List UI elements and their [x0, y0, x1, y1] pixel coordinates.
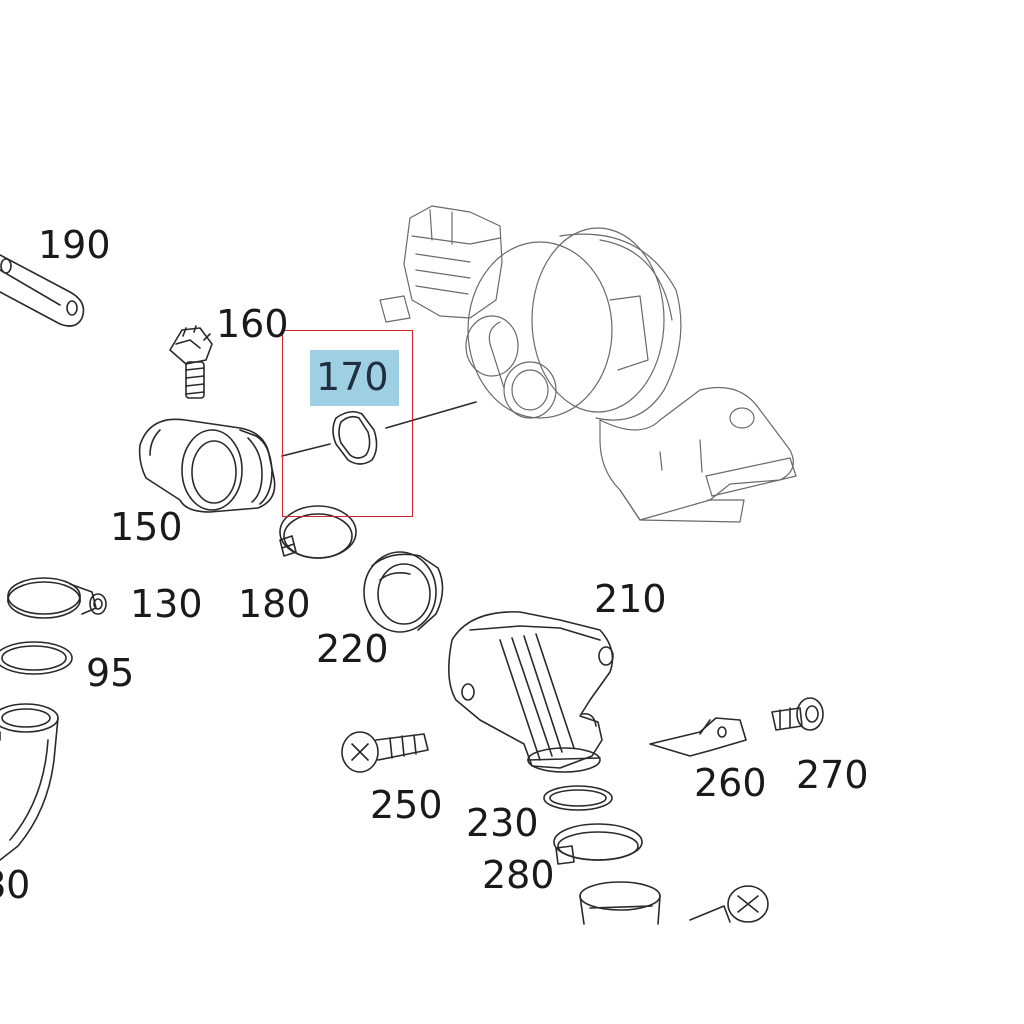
turbocharger-assembly[interactable]: [379, 205, 797, 523]
callout-150[interactable]: 150: [110, 505, 183, 549]
callout-280[interactable]: 280: [482, 853, 555, 897]
callout-95[interactable]: 95: [86, 651, 135, 695]
callout-130[interactable]: 130: [130, 582, 203, 626]
selected-label-highlight: [310, 350, 399, 406]
part-260-bracket[interactable]: [649, 717, 747, 757]
assembly-guide-lines: [281, 401, 477, 457]
callout-160[interactable]: 160: [216, 302, 289, 346]
part-130-clamp[interactable]: [7, 577, 107, 619]
part-230-seal-ring[interactable]: [543, 785, 613, 811]
part-170-seal-ring[interactable]: [332, 410, 378, 465]
part-190-bracket[interactable]: [0, 254, 85, 327]
callout-210[interactable]: 210: [594, 577, 667, 621]
part-280-hose-clamp[interactable]: [553, 823, 643, 865]
part-180-hose-clamp[interactable]: [279, 505, 357, 559]
selection-box: [282, 330, 413, 517]
callout-270[interactable]: 270: [796, 753, 869, 797]
callout-260[interactable]: 260: [694, 761, 767, 805]
callout-80[interactable]: 80: [0, 863, 31, 907]
callout-180[interactable]: 180: [238, 582, 311, 626]
callout-190[interactable]: 190: [38, 223, 111, 267]
part-210-throttle-valve[interactable]: [448, 611, 614, 773]
callout-230[interactable]: 230: [466, 801, 539, 845]
part-250-bolt[interactable]: [341, 731, 429, 773]
part-150-elbow-pipe[interactable]: [138, 418, 276, 513]
part-270-bolt[interactable]: [771, 697, 824, 731]
part-lower-bolt[interactable]: [689, 885, 769, 923]
part-160-bolt[interactable]: [169, 325, 213, 399]
part-220-coupling-sleeve[interactable]: [363, 551, 444, 633]
part-80-bent-pipe[interactable]: [0, 703, 59, 861]
callout-250[interactable]: 250: [370, 783, 443, 827]
part-95-seal-ring[interactable]: [0, 641, 73, 675]
part-lower-pipe[interactable]: [579, 881, 661, 925]
callout-220[interactable]: 220: [316, 627, 389, 671]
callout-170-selected[interactable]: 170: [316, 355, 389, 399]
